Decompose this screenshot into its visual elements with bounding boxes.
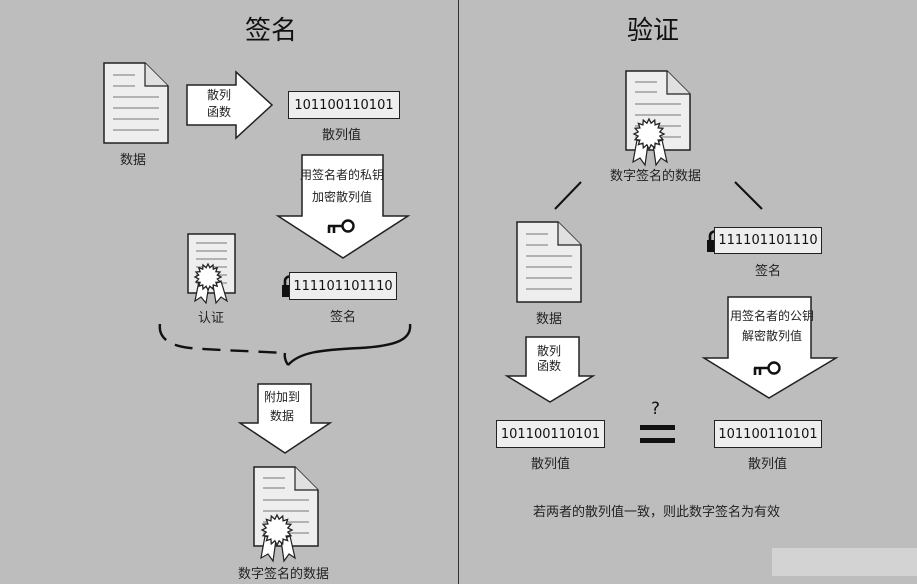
document-icon — [103, 62, 169, 144]
conclusion-text: 若两者的散列值一致，则此数字签名为有效 — [533, 505, 781, 520]
signature-box: 111101101110 — [289, 272, 397, 300]
certificate-label: 认证 — [198, 311, 225, 326]
document-icon — [516, 221, 582, 303]
hash-function-label: 散列 函数 — [207, 87, 231, 121]
combine-brace — [158, 323, 412, 366]
hash-function-arrow — [504, 336, 596, 403]
append-line2: 数据 — [270, 409, 295, 423]
decrypt-label: 用签名者的公钥 解密散列值 — [730, 306, 814, 346]
encrypt-arrow — [275, 154, 411, 259]
equals-sign-icon — [640, 425, 675, 443]
encrypt-line1: 用签名者的私钥 — [300, 168, 385, 182]
signed-document-icon — [253, 466, 319, 563]
signed-data-label: 数字签名的数据 — [610, 169, 702, 184]
encrypt-line2: 加密散列值 — [312, 190, 373, 204]
data-label: 数据 — [120, 153, 147, 168]
sign-title: 签名 — [245, 16, 298, 46]
signature-label: 签名 — [755, 264, 782, 279]
hash-value-label: 散列值 — [322, 128, 362, 143]
hash-function-label: 散列 函数 — [537, 344, 561, 374]
hash-function-line1: 散列 — [207, 88, 232, 102]
hash-value-box: 101100110101 — [288, 91, 400, 119]
hash-value-label: 散列值 — [748, 457, 788, 472]
hash-function-line2: 函数 — [207, 105, 232, 119]
hash-value-box-computed: 101100110101 — [496, 420, 605, 448]
key-icon — [327, 219, 355, 233]
verify-title: 验证 — [627, 16, 680, 46]
data-label: 数据 — [536, 312, 563, 327]
hash-value-box-decrypted: 101100110101 — [714, 420, 822, 448]
compare-question-mark: ? — [651, 399, 661, 419]
certificate-seal-icon — [187, 233, 236, 305]
signature-box: 111101101110 — [714, 227, 822, 254]
split-lines — [554, 181, 763, 210]
decrypt-line1: 用签名者的公钥 — [730, 309, 815, 323]
panel-divider — [458, 0, 459, 584]
decrypt-arrow — [701, 296, 839, 399]
append-label: 附加到 数据 — [264, 388, 300, 426]
append-line1: 附加到 — [264, 390, 301, 404]
decrypt-line2: 解密散列值 — [742, 329, 803, 343]
append-arrow — [237, 383, 333, 454]
encrypt-label: 用签名者的私钥 加密散列值 — [300, 164, 384, 208]
signature-label: 签名 — [330, 310, 357, 325]
signed-data-label: 数字签名的数据 — [238, 567, 330, 582]
key-icon — [753, 361, 781, 375]
hash-function-arrow — [186, 70, 274, 140]
hash-function-line1: 散列 — [537, 344, 562, 358]
signed-document-icon — [625, 70, 691, 167]
watermark — [772, 548, 917, 576]
hash-value-label: 散列值 — [531, 457, 571, 472]
hash-function-line2: 函数 — [537, 359, 562, 373]
